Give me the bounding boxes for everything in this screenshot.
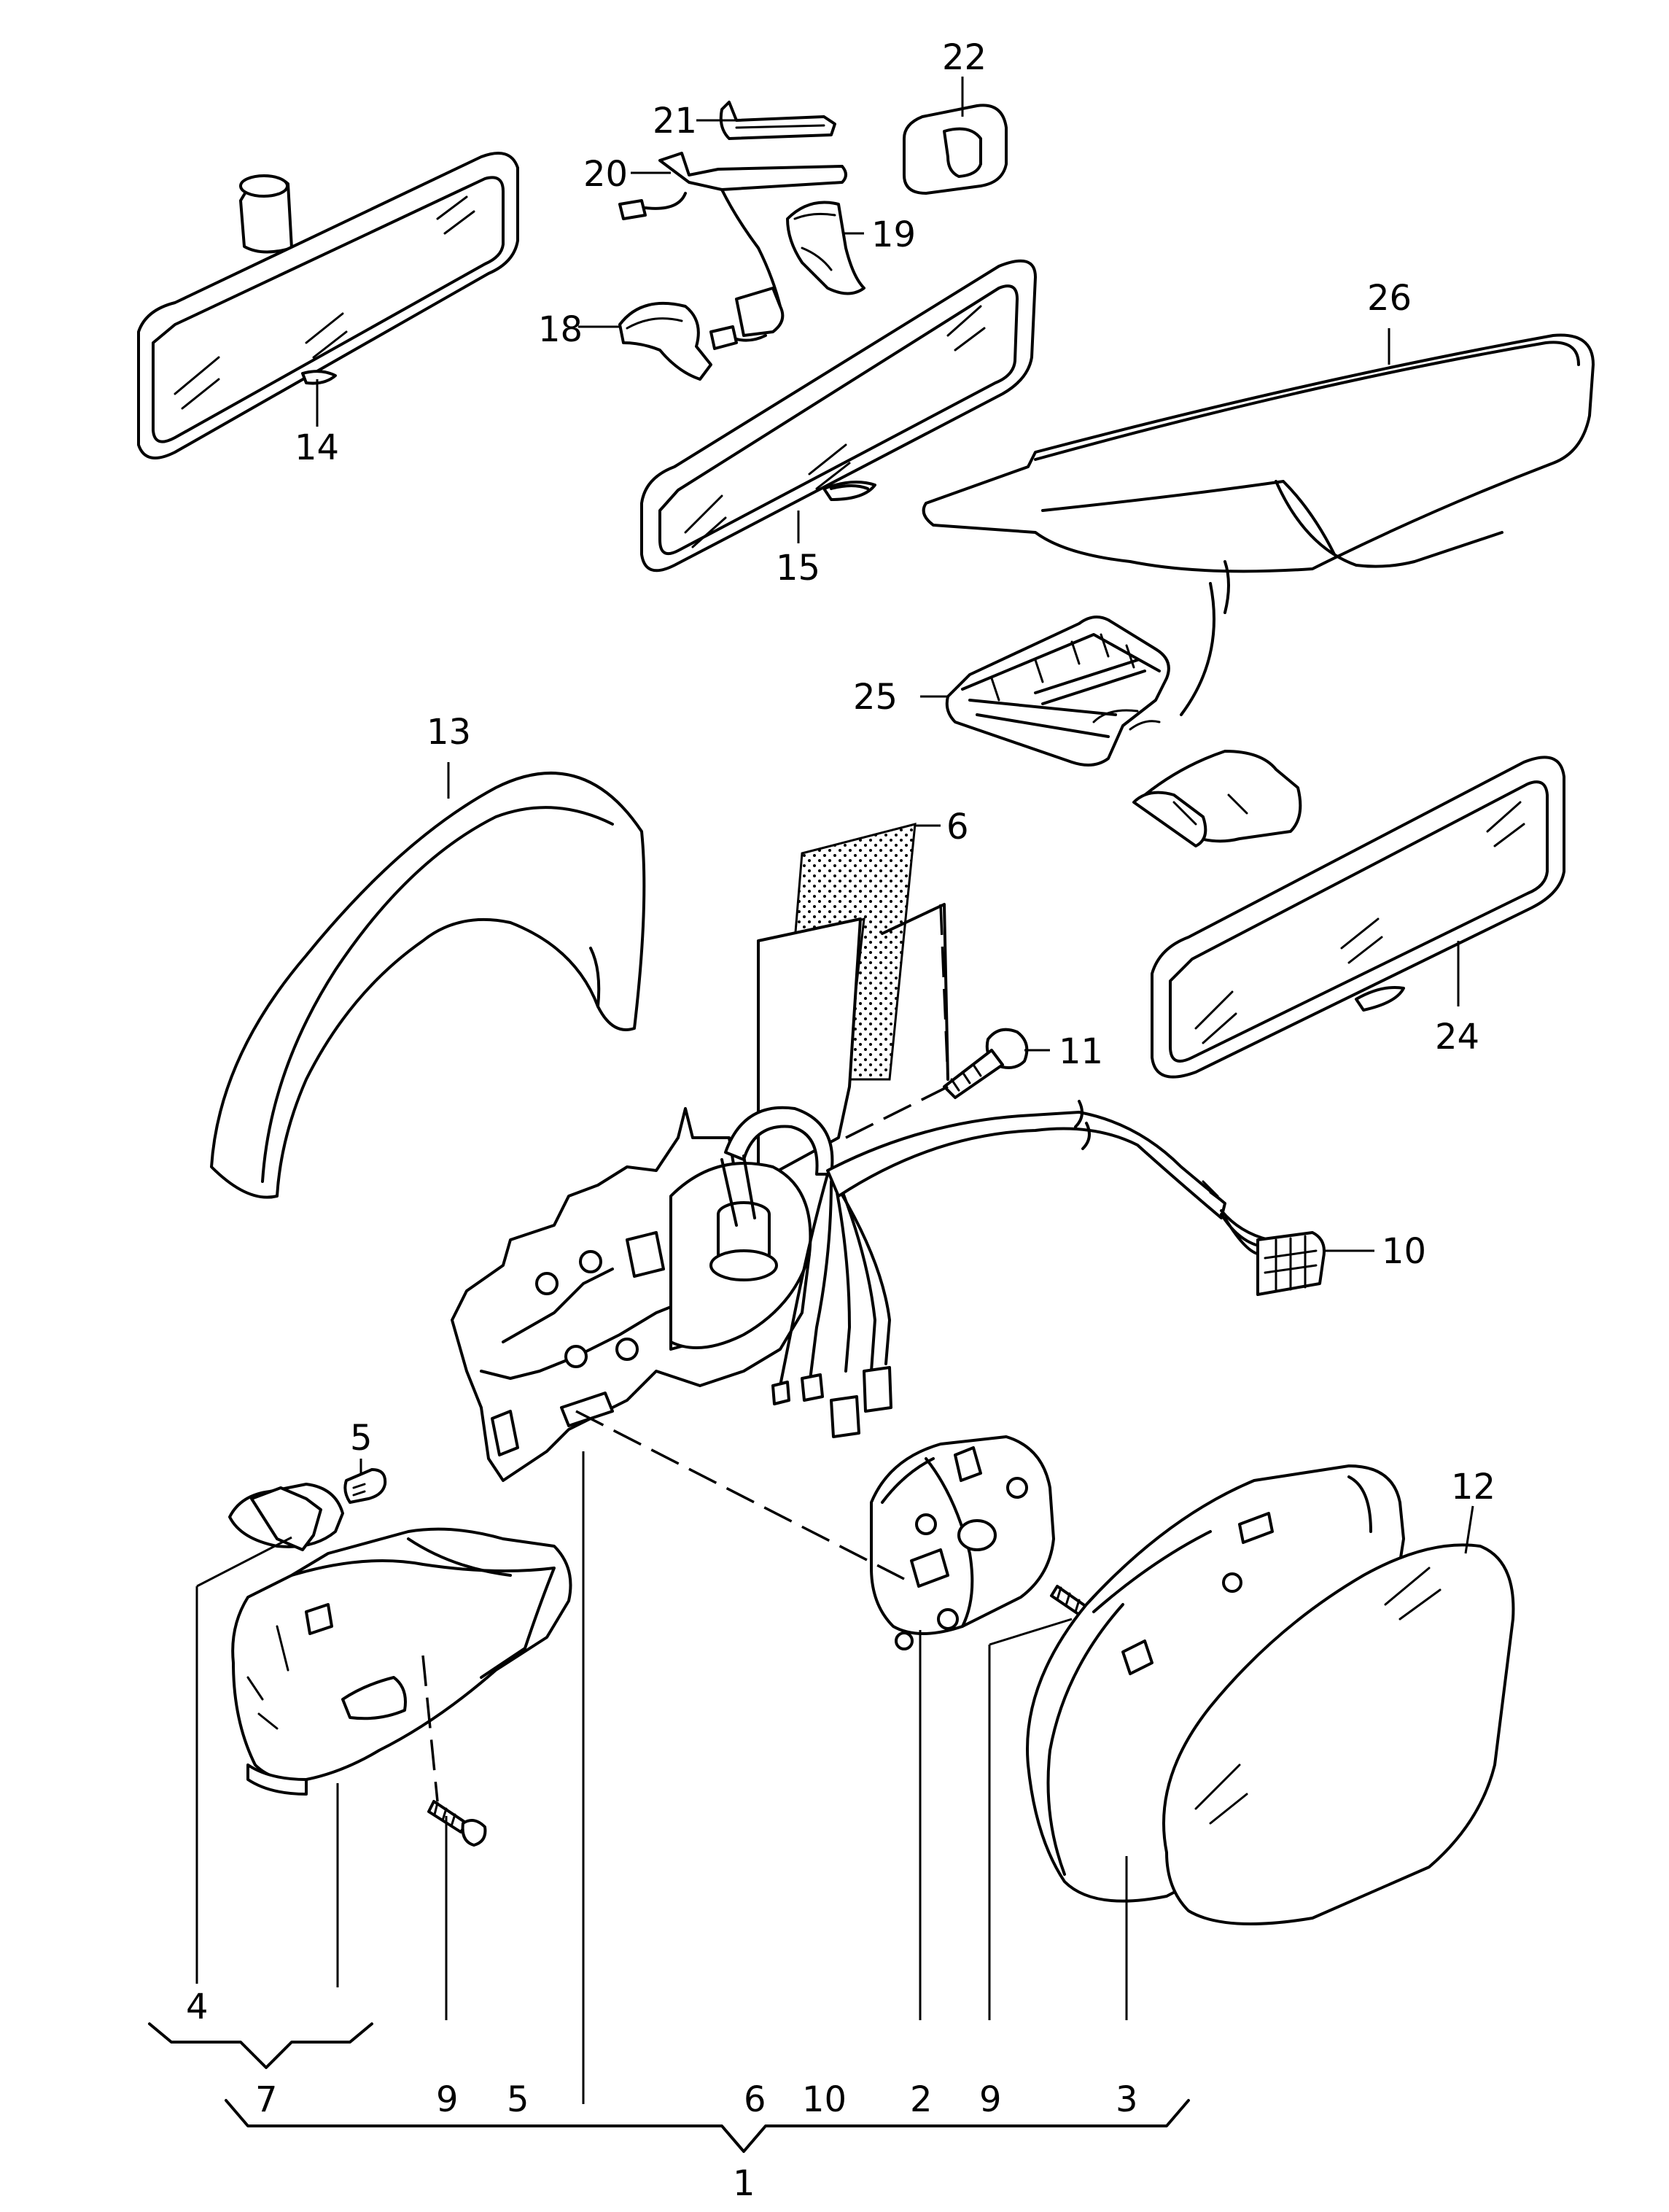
part-19-trim	[786, 201, 865, 295]
label-10-bottom: 10	[802, 2079, 847, 2120]
label-1: 1	[733, 2163, 755, 2204]
assembly-lines	[421, 904, 949, 1802]
label-5: 5	[350, 1418, 373, 1459]
leader-lines	[195, 77, 1474, 2104]
label-19: 19	[871, 214, 916, 255]
label-14: 14	[295, 427, 339, 468]
part-26-housing-cover	[922, 333, 1595, 614]
label-7: 7	[255, 2079, 278, 2120]
label-26: 26	[1367, 278, 1412, 319]
label-12: 12	[1451, 1467, 1495, 1507]
part-14-interior-mirror	[137, 152, 519, 459]
part-24-interior-mirror	[1132, 750, 1565, 1079]
part-22-cap	[903, 104, 1008, 195]
label-9-left: 9	[436, 2079, 459, 2120]
label-22: 22	[942, 37, 987, 78]
bracket-1	[225, 2099, 1190, 2153]
label-4: 4	[186, 1987, 209, 2027]
label-11: 11	[1059, 1031, 1103, 1072]
part-5-bulb	[343, 1468, 387, 1504]
part-2-adjustment-motor	[870, 1435, 1055, 1650]
part-9-screw-left	[427, 1800, 487, 1847]
part-12-mirror-glass	[1162, 1543, 1515, 1925]
part-15-interior-mirror	[640, 259, 1037, 573]
label-2-bottom: 2	[910, 2079, 933, 2120]
label-21: 21	[653, 101, 697, 141]
label-13: 13	[427, 712, 471, 753]
label-3-bottom: 3	[1116, 2079, 1138, 2120]
label-9-right: 9	[979, 2079, 1002, 2120]
label-6-bottom: 6	[744, 2079, 766, 2120]
label-10: 10	[1382, 1231, 1426, 1272]
part-21-clip	[719, 101, 836, 140]
label-15: 15	[776, 548, 820, 589]
part-11-screw	[943, 1028, 1029, 1099]
callout-labels: 22 21 20 19 18 14 15 26 25 13 6 11 24 10…	[186, 37, 1495, 2204]
label-18: 18	[538, 309, 583, 350]
label-20: 20	[583, 154, 628, 195]
part-25-mount-base	[945, 582, 1215, 767]
label-24: 24	[1435, 1017, 1479, 1058]
bracket-7	[148, 2022, 373, 2069]
label-5-bottom: 5	[507, 2079, 529, 2120]
label-6: 6	[946, 807, 969, 847]
part-18-trim	[618, 301, 712, 381]
part-1-mirror-base	[451, 1100, 1326, 1482]
label-25: 25	[853, 677, 898, 718]
part-4-lamp-housing	[228, 1483, 572, 1796]
part-20-harness	[618, 152, 847, 350]
part-13-mirror-cap	[210, 772, 646, 1199]
